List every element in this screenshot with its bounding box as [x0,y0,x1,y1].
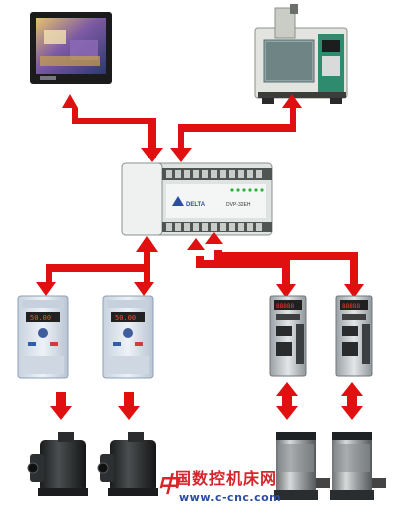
cnc-machine [254,4,348,104]
induction-motor-2 [97,432,158,496]
arrow-head-plc-left [141,148,163,162]
arrow-head-plc-inverters [136,236,158,252]
inverter-1: 50.00 [17,295,69,379]
arrow-inverter-1-to-motor [50,392,72,420]
arrows-drives-motors [50,382,363,420]
servo-2-display: 88888 [342,303,360,310]
servo-drive-1: 88888 [269,295,307,377]
arrow-servo-1-motor [276,382,298,420]
arrow-head-plc-right [170,148,192,162]
arrow-head-plc-servo-a [187,238,205,250]
inverter-2: 50.00 [102,295,154,379]
servo-1-display: 88888 [276,303,294,310]
arrows-plc-drives [36,232,364,298]
plc-model: DVP-32EH [226,202,251,208]
inverter-1-display: 50.00 [30,314,51,322]
watermark-title: 国数控机床网 [175,469,278,488]
arrow-plc-to-cnc [178,94,302,158]
watermark: 中 国数控机床网 www.c-cnc.com [157,465,281,511]
arrow-head-plc-servo-b [205,232,223,244]
plc-brand: DELTA [186,202,206,208]
servo-motor-1 [274,432,330,500]
arrow-plc-servo-2 [214,250,364,298]
plc-controller: DELTA DVP-32EH [121,162,273,236]
hmi-touch-panel [30,12,112,84]
arrow-plc-servo-1 [196,256,296,298]
induction-motor-1 [27,432,88,496]
arrow-plc-to-hmi [62,94,156,158]
arrows-hmi-cnc [62,94,302,162]
arrow-inverter-2-to-motor [118,392,140,420]
watermark-logo: 中 [157,472,180,498]
arrow-plc-to-inverter-1 [36,240,154,296]
arrow-servo-2-motor [341,382,363,420]
inverter-2-display: 50.00 [115,314,136,322]
servo-motor-2 [330,432,386,500]
watermark-url: www.c-cnc.com [179,491,282,504]
servo-drive-2: 88888 [335,295,373,377]
